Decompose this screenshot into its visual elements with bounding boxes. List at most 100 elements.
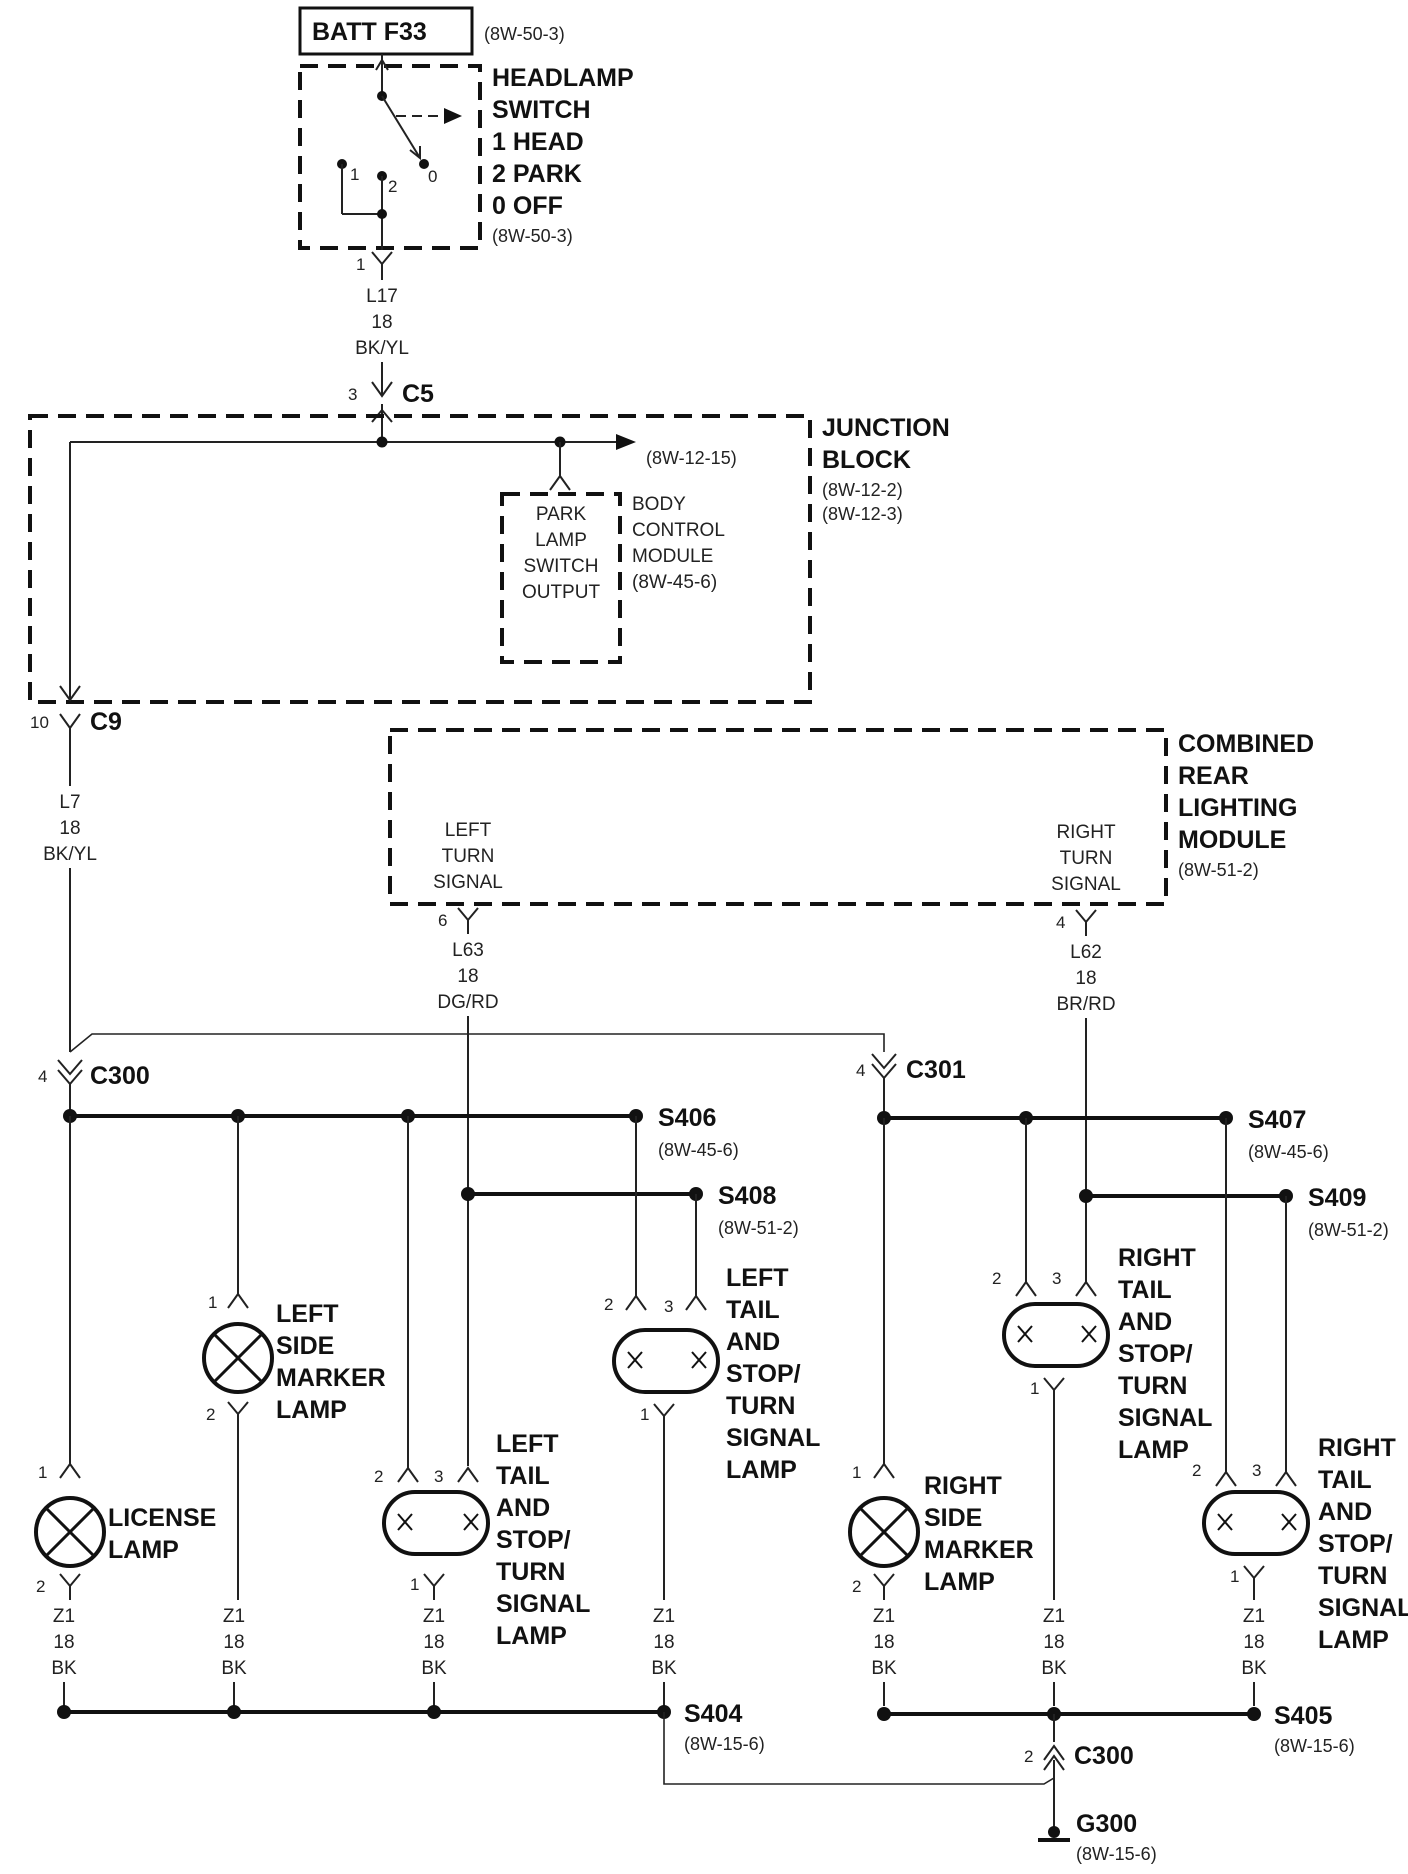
ltb-line-6: SIGNAL — [726, 1424, 820, 1452]
ltb-pin-a: 2 — [604, 1295, 613, 1314]
ground-g300: G300 (8W-15-6) — [1038, 1810, 1157, 1864]
l63-code: L63 — [452, 940, 484, 961]
jb-ref-2: (8W-12-3) — [822, 504, 903, 524]
ground-wire-gauge-2: 18 — [223, 1632, 244, 1653]
ground-wire-gauge-3: 18 — [423, 1632, 444, 1653]
s406-ref: (8W-45-6) — [658, 1140, 739, 1160]
ground-wire-code-7: Z1 — [1243, 1606, 1265, 1627]
rtb-line-3: AND — [1318, 1498, 1372, 1526]
rta-line-2: TAIL — [1118, 1276, 1172, 1304]
lta-line-1: LEFT — [496, 1430, 559, 1458]
bcm-line-3: MODULE — [632, 546, 713, 567]
fuse-batt-f33: BATT F33 (8W-50-3) — [298, 6, 565, 56]
bcm-inner-3: SWITCH — [524, 556, 599, 577]
jb-ref-1: (8W-12-2) — [822, 480, 903, 500]
crlm-line-2: REAR — [1178, 762, 1249, 790]
ground-wire-color-6: BK — [1041, 1658, 1067, 1679]
rta-line-3: AND — [1118, 1308, 1172, 1336]
ground-wire-code-6: Z1 — [1043, 1606, 1065, 1627]
rta-line-6: SIGNAL — [1118, 1404, 1212, 1432]
rsm-line-3: MARKER — [924, 1536, 1034, 1564]
g300-ref: (8W-15-6) — [1076, 1844, 1157, 1864]
ground-wire-code-1: Z1 — [53, 1606, 75, 1627]
connector-c9: 10 C9 L7 18 BK/YL — [30, 685, 122, 1052]
l62-code: L62 — [1070, 942, 1102, 963]
body-control-module: PARK LAMP SWITCH OUTPUT BODY CONTROL MOD… — [500, 492, 725, 664]
rtb-line-1: RIGHT — [1318, 1434, 1396, 1462]
rta-pin-b: 3 — [1052, 1269, 1061, 1288]
ground-wire-code-2: Z1 — [223, 1606, 245, 1627]
switch-line-5: 0 OFF — [492, 192, 563, 220]
jb-line-1: JUNCTION — [822, 414, 950, 442]
jb-line-2: BLOCK — [822, 446, 911, 474]
lsm-line-4: LAMP — [276, 1396, 347, 1424]
connector-c300-top: 4 C300 — [38, 1059, 150, 1114]
rtb-line-4: STOP/ — [1318, 1530, 1393, 1558]
bcm-inner-1: PARK — [536, 504, 587, 525]
lta-pin-out: 1 — [410, 1575, 419, 1594]
contact-1-label: 1 — [350, 165, 359, 184]
l7-code: L7 — [59, 792, 80, 813]
rsm-line-1: RIGHT — [924, 1472, 1002, 1500]
ground-wire-gauge-7: 18 — [1243, 1632, 1264, 1653]
left-turn-bus: S408 (8W-51-2) — [461, 1182, 799, 1238]
s406-name: S406 — [658, 1104, 716, 1132]
rtb-pin-out: 1 — [1230, 1567, 1239, 1586]
wire-l63: 6 L63 18 DG/RD — [437, 907, 499, 1466]
rtb-pin-a: 2 — [1192, 1461, 1201, 1480]
c5-pin: 3 — [348, 385, 357, 404]
l7-color: BK/YL — [43, 844, 97, 865]
right-tail-bus: S407 (8W-45-6) — [877, 1106, 1329, 1162]
ltb-line-7: LAMP — [726, 1456, 797, 1484]
c301-name: C301 — [906, 1056, 966, 1084]
lsm-line-1: LEFT — [276, 1300, 339, 1328]
bcm-inner-2: LAMP — [535, 530, 587, 551]
rta-line-4: STOP/ — [1118, 1340, 1193, 1368]
s404-to-c300-wire — [663, 1712, 1055, 1785]
rtb-line-5: TURN — [1318, 1562, 1387, 1590]
crlm-left-pin: 6 — [438, 911, 447, 930]
ground-wire-labels: Z118BKZ118BKZ118BKZ118BKZ118BKZ118BKZ118… — [51, 1606, 1267, 1706]
ground-wire-code-4: Z1 — [653, 1606, 675, 1627]
connector-c300-bottom: 2 C300 — [1024, 1714, 1134, 1832]
switch-line-3: 1 HEAD — [492, 128, 584, 156]
s409-name: S409 — [1308, 1184, 1366, 1212]
crlm-ref: (8W-51-2) — [1178, 860, 1259, 880]
s404-ref: (8W-15-6) — [684, 1734, 765, 1754]
c300-bottom-name: C300 — [1074, 1742, 1134, 1770]
ltb-line-2: TAIL — [726, 1296, 780, 1324]
lsm-pin-in: 1 — [208, 1293, 217, 1312]
left-ground-bus: S404 (8W-15-6) — [57, 1700, 765, 1754]
rsm-line-4: LAMP — [924, 1568, 995, 1596]
lsm-line-3: MARKER — [276, 1364, 386, 1392]
connector-c301: 4 C301 — [856, 1053, 966, 1118]
l62-color: BR/RD — [1056, 994, 1115, 1015]
lta-pin-b: 3 — [434, 1467, 443, 1486]
c9-pin: 10 — [30, 713, 49, 732]
ltb-pin-b: 3 — [664, 1297, 673, 1316]
c301-pin: 4 — [856, 1061, 865, 1080]
rta-line-1: RIGHT — [1118, 1244, 1196, 1272]
s405-name: S405 — [1274, 1702, 1332, 1730]
ground-wire-color-2: BK — [221, 1658, 247, 1679]
rtb-pin-b: 3 — [1252, 1461, 1261, 1480]
c300-top-pin: 4 — [38, 1067, 47, 1086]
crlm-right-pin: 4 — [1056, 913, 1065, 932]
connector-c5: 3 C5 — [348, 380, 434, 440]
bcm-ref: (8W-45-6) — [632, 572, 717, 593]
switch-line-4: 2 PARK — [492, 160, 582, 188]
license-pin-out: 2 — [36, 1577, 45, 1596]
lta-line-6: SIGNAL — [496, 1590, 590, 1618]
fuse-ref: (8W-50-3) — [484, 24, 565, 44]
crlm-left-1: LEFT — [445, 820, 492, 841]
g300-name: G300 — [1076, 1810, 1137, 1838]
ltb-line-1: LEFT — [726, 1264, 789, 1292]
bcm-line-2: CONTROL — [632, 520, 725, 541]
ground-wire-color-3: BK — [421, 1658, 447, 1679]
ground-wire-code-3: Z1 — [423, 1606, 445, 1627]
contact-2-label: 2 — [388, 177, 397, 196]
ltb-line-3: AND — [726, 1328, 780, 1356]
crlm-left-2: TURN — [442, 846, 495, 867]
crlm-right-3: SIGNAL — [1051, 874, 1121, 895]
rsm-pin-out: 2 — [852, 1577, 861, 1596]
